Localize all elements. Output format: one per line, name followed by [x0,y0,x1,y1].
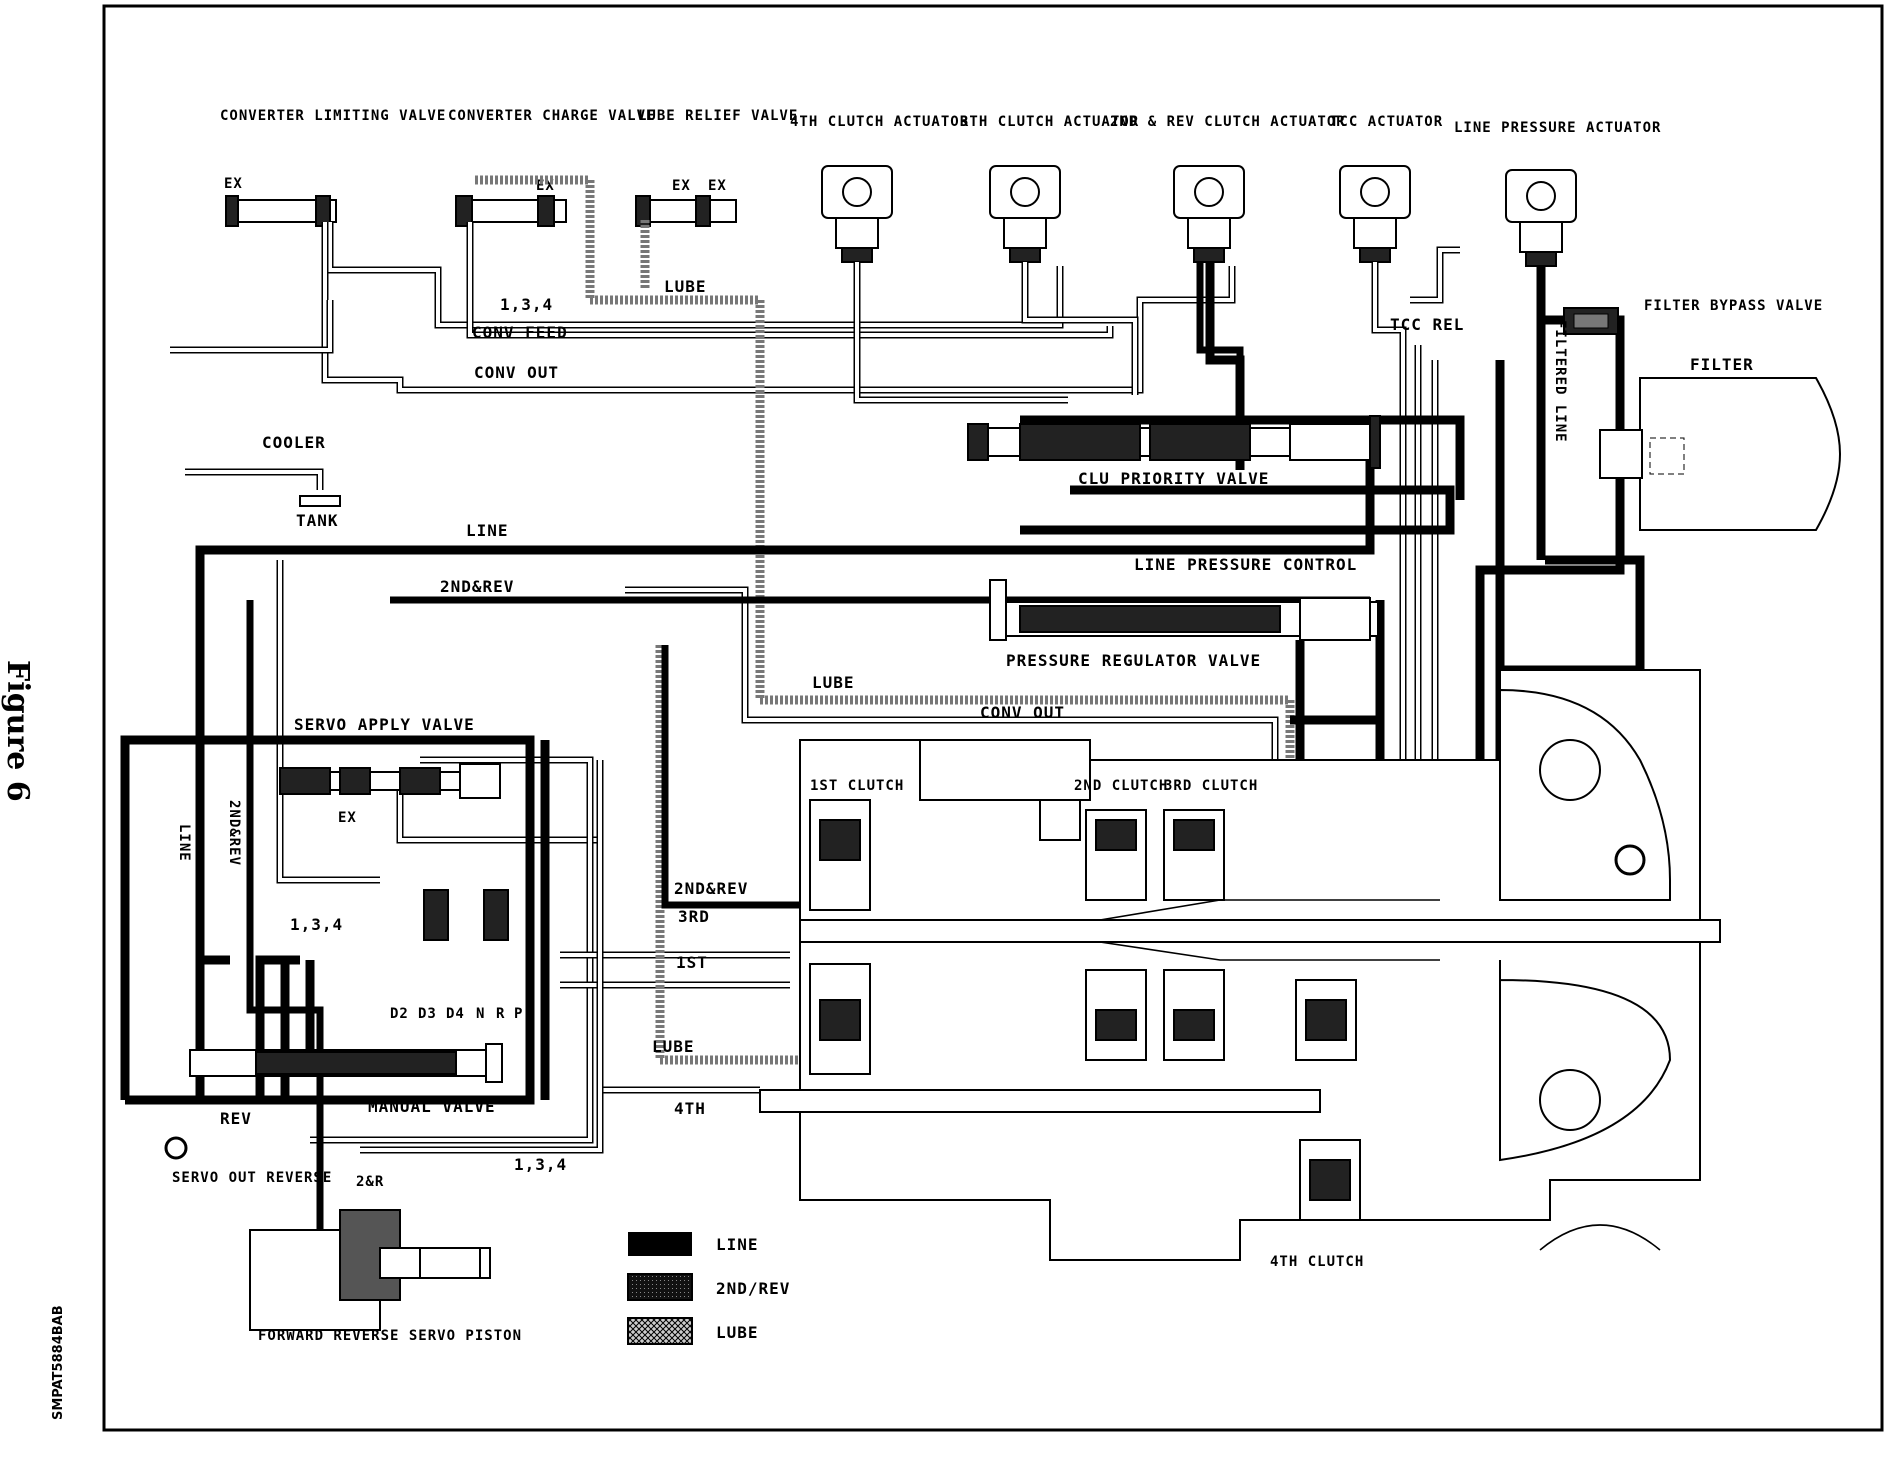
line-pressure-control-label: LINE PRESSURE CONTROL [1134,555,1357,574]
top-component-labels: CONVERTER LIMITING VALVE CONVERTER CHARG… [220,108,1661,136]
third-label: 3RD [678,907,710,926]
manual-position-d3: D3 [418,1006,437,1022]
second-clutch-label: 2ND CLUTCH [1074,778,1168,794]
line-pressure-actuator [1505,169,1577,267]
second-rev-label: 2ND&REV [440,577,514,596]
lube-label: LUBE [812,673,855,692]
line-vertical-label: LINE [176,824,192,862]
second-rev-vertical-label: 2ND&REV [226,800,242,866]
two-r-label: 2&R [356,1174,384,1190]
legend-item-line: LINE [628,1232,759,1256]
filter: FILTER FILTERED LINE [1552,320,1842,531]
tank: TANK [185,468,341,530]
manual-position-d4: D4 [446,1006,465,1022]
lube-label: LUBE [652,1037,695,1056]
fourth-clutch-label: 4TH CLUTCH [1270,1254,1364,1270]
one-three-four-label: 1,3,4 [290,915,343,934]
manual-valve-label: MANUAL VALVE [368,1097,496,1116]
ex-label: EX [338,810,357,826]
conv-feed-label: CONV FEED [472,323,568,342]
legend-item-lube: LUBE [627,1317,759,1345]
clu-priority-valve-label: CLU PRIORITY VALVE [1078,469,1269,488]
third-clutch-actuator [989,165,1061,263]
cooler: COOLER [171,398,326,474]
lube-label: LUBE [664,277,707,296]
manual-position-r: R [496,1006,505,1022]
first-clutch: 1ST CLUTCH [809,778,904,1075]
one-three-four-label: 1,3,4 [500,295,553,314]
manual-position-n: N [476,1006,485,1022]
filter-bypass-valve-label: FILTER BYPASS VALVE [1644,298,1823,314]
tcc-actuator [1339,165,1411,263]
forward-reverse-servo-piston: SERVO OUT REVERSE FORWARD REVERSE SERVO … [164,1136,522,1344]
transmission-cross-section: 1ST CLUTCH 2ND CLUTCH 3RD CLUTCH 4TH CLU… [759,669,1721,1270]
converter-limiting-valve: EX [224,176,337,227]
torque-converter [1499,688,1672,1251]
third-clutch-actuator-label: 3TH CLUTCH ACTUATOR [960,114,1139,130]
third-clutch: 3RD CLUTCH [1163,778,1258,1061]
passage-labels: LUBE 1,3,4 CONV FEED CONV OUT TCC REL LI… [176,277,1464,1174]
second-rev-label: 2ND&REV [674,879,748,898]
fourth-clutch-actuator [821,165,893,263]
legend: LINE 2ND/REV LUBE [627,1232,790,1345]
servo-out-reverse-label: SERVO OUT REVERSE [172,1170,332,1186]
filtered-line-label: FILTERED LINE [1552,320,1568,443]
conv-out-label: CONV OUT [980,703,1065,722]
servo-apply-valve-label: SERVO APPLY VALVE [294,715,475,734]
manual-position-p: P [514,1006,523,1022]
second-clutch: 2ND CLUTCH [1074,778,1168,1061]
forward-reverse-servo-piston-label: FORWARD REVERSE SERVO PISTON [258,1328,522,1344]
legend-item-second-rev: 2ND/REV [627,1273,790,1301]
figure-code: SMPAT5884BAB [51,1305,66,1420]
ex-label: EX [708,178,727,194]
converter-charge-valve: EX [455,178,567,227]
filter-label: FILTER [1690,355,1754,374]
figure-label: Figure 6 [0,660,35,802]
legend-label-line: LINE [716,1235,759,1254]
converter-charge-valve-label: CONVERTER CHARGE VALVE [448,108,655,124]
lube-relief-valve: EX EX [635,178,737,227]
fourth-label: 4TH [674,1099,706,1118]
clu-priority-valve: CLU PRIORITY VALVE [967,415,1381,488]
tcc-actuator-label: TCC ACTUATOR [1330,114,1443,130]
second-rev-clutch-actuator [1173,165,1245,263]
pressure-regulator-valve: LINE PRESSURE CONTROL PRESSURE REGULATOR… [989,555,1379,670]
second-rev-clutch-actuator-label: 2ND & REV CLUTCH ACTUATOR [1110,114,1346,130]
servo-apply-valve: SERVO APPLY VALVE EX [279,715,501,826]
third-clutch-label: 3RD CLUTCH [1164,778,1258,794]
manual-valve: MANUAL VALVE D2 D3 D4 N R P [189,1006,523,1116]
tank-label: TANK [296,511,339,530]
pressure-regulator-valve-label: PRESSURE REGULATOR VALVE [1006,651,1261,670]
fourth-clutch-actuator-label: 4TH CLUTCH ACTUATOR [790,114,969,130]
manual-position-d2: D2 [390,1006,409,1022]
legend-label-lube: LUBE [716,1323,759,1342]
legend-label-second-rev: 2ND/REV [716,1279,790,1298]
manual-positions: D2 D3 D4 N R P [390,1006,523,1022]
servo-check-balls [423,889,509,941]
lube-passages [475,175,1335,1065]
first-clutch-label: 1ST CLUTCH [810,778,904,794]
solenoid-actuators [821,165,1577,267]
lube-relief-valve-label: LUBE RELIEF VALVE [638,108,798,124]
conv-out-label: CONV OUT [474,363,559,382]
line-pressure-actuator-label: LINE PRESSURE ACTUATOR [1454,120,1661,136]
rev-label: REV [220,1109,252,1128]
first-label: 1ST [676,953,708,972]
ex-label: EX [672,178,691,194]
diagram-border [102,4,1884,1432]
one-three-four-label: 1,3,4 [514,1155,567,1174]
tcc-rel-label: TCC REL [1390,315,1464,334]
fourth-clutch: 4TH CLUTCH [1270,979,1364,1270]
line-label: LINE [466,521,509,540]
cooler-label: COOLER [262,433,326,452]
filter-bypass-valve: FILTER BYPASS VALVE [1563,298,1823,335]
converter-limiting-valve-label: CONVERTER LIMITING VALVE [220,108,446,124]
ex-label: EX [224,176,243,192]
